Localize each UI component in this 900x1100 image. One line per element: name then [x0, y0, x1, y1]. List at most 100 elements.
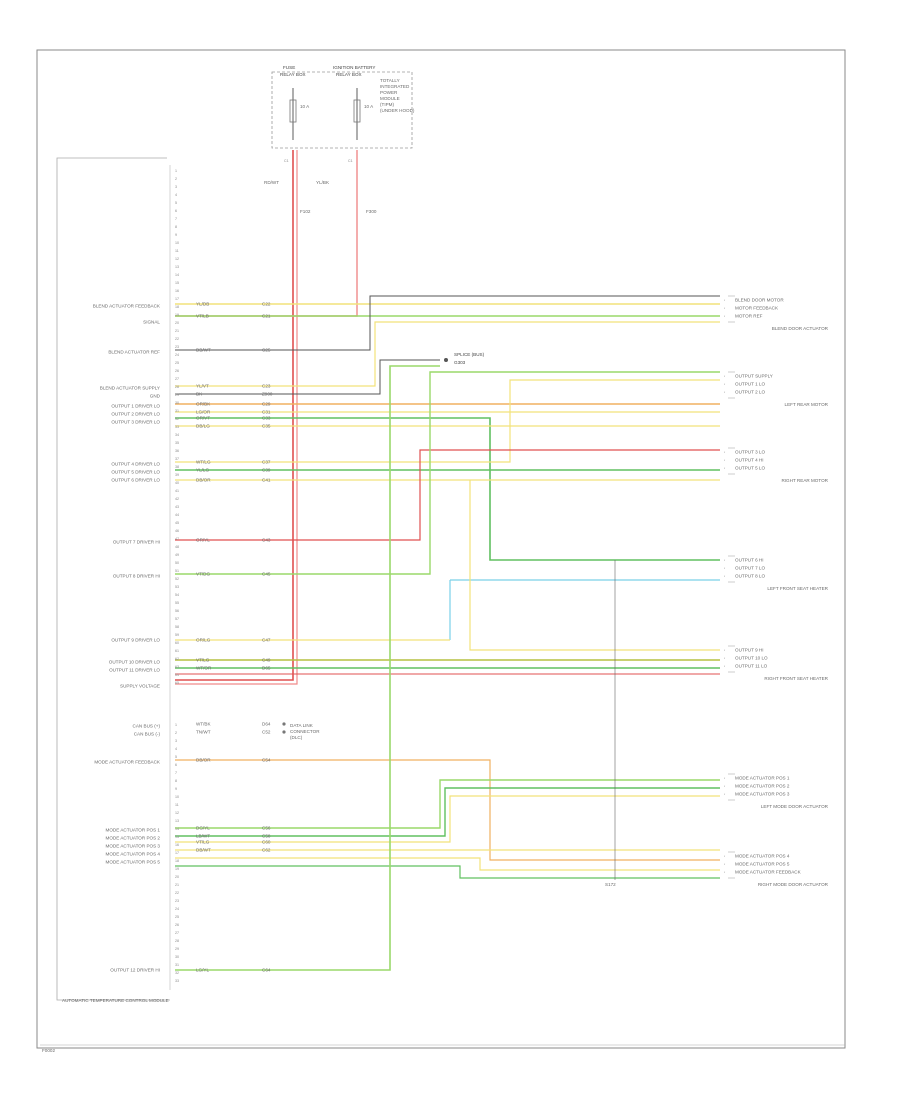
component-pin-label: OUTPUT 9 HI: [735, 648, 764, 653]
pin-number: 60: [175, 641, 179, 645]
wire-circuit-label: D64: [262, 722, 271, 727]
module-pin-label: CAN BUS (+): [133, 724, 161, 729]
component-pin-label: OUTPUT 3 LO: [735, 450, 765, 455]
module-pin-label: MODE ACTUATOR POS 3: [106, 844, 161, 849]
pin-number: 41: [175, 489, 179, 493]
module-pin-label: CAN BUS (-): [134, 732, 161, 737]
pin-number: 32: [175, 971, 179, 975]
pin-number: 13: [175, 819, 179, 823]
component-pin-marker: ‹: [724, 777, 726, 781]
tipm-note: TOTALLY: [380, 78, 400, 83]
component-pin-marker: ‹: [724, 391, 726, 395]
can-label-2: CONNECTOR: [290, 729, 320, 734]
pin-number: 5: [175, 755, 177, 759]
pin-number: 64: [175, 673, 179, 677]
component-pin-marker: ‹: [724, 575, 726, 579]
pin-number: 23: [175, 899, 179, 903]
wire-color-label: VT/LG: [196, 658, 210, 663]
component-3: ‹OUTPUT 3 LO‹OUTPUT 4 HI‹OUTPUT 5 LORIGH…: [724, 447, 829, 483]
wire-circuit-label: C45: [262, 572, 271, 577]
tipm-notes: TOTALLYINTEGRATEDPOWERMODULE(TIPM)(UNDER…: [380, 78, 415, 113]
wire-circuit-label: C43: [262, 538, 271, 543]
pin-number: 33: [175, 425, 179, 429]
wire-circuit-label: C21: [262, 314, 271, 319]
pin-number: 30: [175, 955, 179, 959]
module-pin-label: OUTPUT 10 DRIVER LO: [109, 660, 161, 665]
tipm-note: (TIPM): [380, 102, 395, 107]
module-pin-label: OUTPUT 7 DRIVER HI: [113, 540, 160, 545]
component-2: ‹OUTPUT SUPPLY‹OUTPUT 1 LO‹OUTPUT 2 LOLE…: [724, 371, 829, 407]
component-bracket: [728, 773, 735, 801]
pin-number: 47: [175, 537, 179, 541]
fuse-b-wire-color: YL/BK: [316, 180, 330, 185]
pin-number: 18: [175, 305, 179, 309]
module-pin-label: OUTPUT 1 DRIVER LO: [111, 404, 160, 409]
component-bracket: [728, 447, 735, 475]
fuse-b-pin: C1: [348, 159, 353, 163]
pin-number: 40: [175, 481, 179, 485]
pin-number: 26: [175, 923, 179, 927]
fuse-b-rating: 10 A: [364, 104, 374, 109]
fuse-a-rating: 10 A: [300, 104, 310, 109]
pin-number: 6: [175, 209, 177, 213]
component-caption: LEFT FRONT SEAT HEATER: [767, 586, 828, 591]
wire-color-label: VT/DG: [196, 572, 210, 577]
pin-number: 37: [175, 457, 179, 461]
diagram-border: [36, 49, 846, 1049]
component-pin-marker: ‹: [724, 459, 726, 463]
pin-number: 61: [175, 649, 179, 653]
wire-color-label: LG/YL: [196, 968, 209, 973]
pin-number: 36: [175, 449, 179, 453]
component-pin-label: MOTOR REF: [735, 314, 763, 319]
fuse-a-pin: C1: [284, 159, 289, 163]
wire-circuit-label: C54: [262, 758, 271, 763]
wire-circuit-label: C39: [262, 468, 271, 473]
component-1: ‹BLEND DOOR MOTOR‹MOTOR FEEDBACK‹MOTOR R…: [724, 295, 829, 331]
fuse-b-icon: [353, 99, 361, 123]
wire-color-label: OR/VT: [196, 416, 210, 421]
pin-number: 19: [175, 867, 179, 871]
wire-circuit-label: C58: [262, 834, 271, 839]
pin-number: 4: [175, 193, 177, 197]
pin-number: 57: [175, 617, 179, 621]
module-pin-label: OUTPUT 12 DRIVER HI: [110, 968, 160, 973]
fuse-b-wire-circuit: F300: [366, 209, 377, 214]
ground-splice: SPLICE (BUS) G303: [444, 352, 485, 365]
fuse-a-wire-color: RD/WT: [264, 180, 279, 185]
component-pin-label: MODE ACTUATOR POS 3: [735, 792, 790, 797]
component-bracket: [728, 555, 735, 583]
pin-number: 22: [175, 337, 179, 341]
component-pin-marker: ‹: [724, 299, 726, 303]
pin-number: 2: [175, 177, 177, 181]
pin-number: 3: [175, 739, 177, 743]
module-pin-label: MODE ACTUATOR POS 5: [106, 860, 161, 865]
pin-number: 24: [175, 353, 179, 357]
component-pin-label: MODE ACTUATOR POS 4: [735, 854, 790, 859]
fuse-b-location: RELAY BOX: [336, 72, 362, 77]
pin-number: 5: [175, 201, 177, 205]
pin-number: 1: [175, 723, 177, 727]
wire-circuit-label: C25: [262, 348, 271, 353]
fuse-a-wire-circuit: F102: [300, 209, 311, 214]
component-pin-label: OUTPUT 2 LO: [735, 390, 765, 395]
pin-number: 3: [175, 185, 177, 189]
component-caption: RIGHT REAR MOTOR: [781, 478, 828, 483]
pin-number: 16: [175, 843, 179, 847]
ground-label: SPLICE (BUS): [454, 352, 485, 357]
component-pin-label: OUTPUT 4 HI: [735, 458, 764, 463]
component-pin-marker: ‹: [724, 375, 726, 379]
wire-circuit-label: C41: [262, 478, 271, 483]
component-bracket: [728, 295, 735, 323]
connector-icon: [282, 722, 286, 726]
pin-number: 11: [175, 249, 179, 253]
pin-number: 11: [175, 803, 179, 807]
wire-circuit-label: C37: [262, 460, 271, 465]
module-pin-label: BLEND ACTUATOR FEEDBACK: [93, 304, 161, 309]
component-5: ‹OUTPUT 9 HI‹OUTPUT 10 LO‹OUTPUT 11 LORI…: [724, 645, 829, 681]
pin-number: 43: [175, 505, 179, 509]
module-pin-label: BLEND ACTUATOR SUPPLY: [100, 386, 160, 391]
module-title: AUTOMATIC TEMPERATURE CONTROL MODULE: [62, 998, 169, 1003]
module-pin-label: OUTPUT 3 DRIVER LO: [111, 420, 160, 425]
module-pin-label: SIGNAL: [143, 320, 160, 325]
